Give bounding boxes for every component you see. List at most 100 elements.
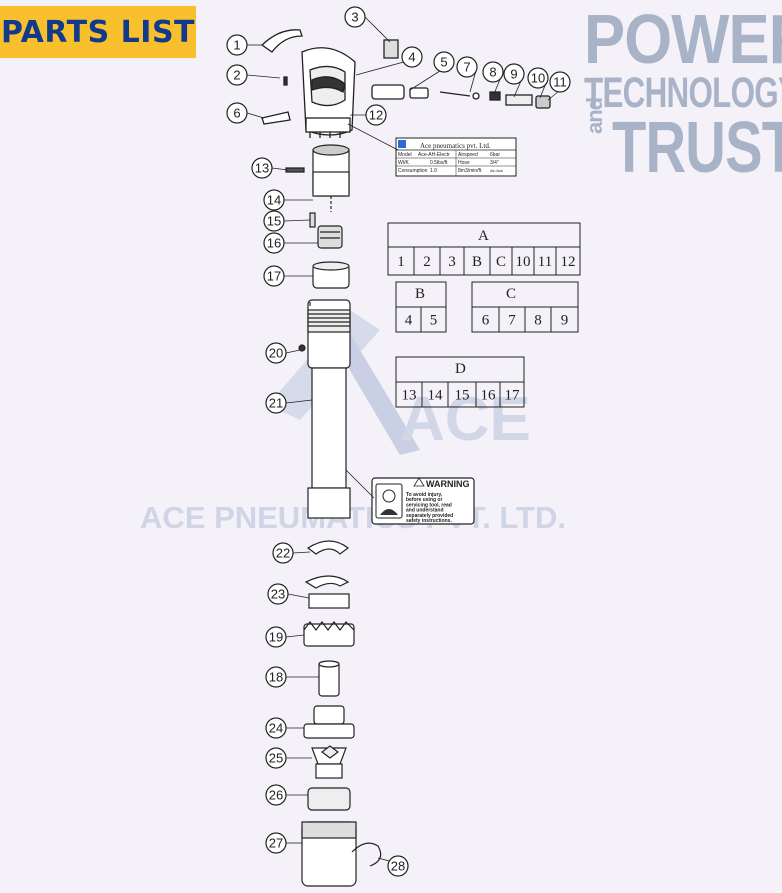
callout-2: 2 [226,64,281,86]
callout-label: 8 [489,65,496,80]
table-cell: 9 [561,313,569,329]
warning-text-line: servicing tool, read [406,502,452,508]
table-cell: 17 [505,388,521,404]
nameplate-pressure-value: 6bar [490,152,500,158]
nameplate-weight-label: Wt/K [398,160,409,166]
nameplate-pressure-label: Airspeed [458,152,478,158]
callout-7: 7 [456,56,478,93]
table-cell: 7 [508,313,516,329]
callout-5: 5 [409,51,455,91]
callout-label: 28 [391,859,405,874]
nameplate-model-label: Model [398,152,412,158]
callout-label: 16 [267,236,281,251]
table-cell: C [496,254,506,270]
table-cell: 13 [402,388,417,404]
warning-text-line: before using or [406,497,442,503]
callout-20: 20 [265,342,301,364]
warning-label: WARNING To avoid injury,before using ors… [345,469,475,525]
callout-22: 22 [272,542,311,564]
table-c-cells: 6 7 8 9 [482,307,569,332]
callout-label: 24 [269,721,283,736]
table-cell: 15 [455,388,470,404]
nameplate-label: Ace pneumatics pvt. Ltd. Model Ace-AH-El… [347,123,517,177]
table-a-title: A [478,228,489,244]
callout-15: 15 [263,210,311,232]
table-cell: B [472,254,482,270]
callout-3: 3 [344,6,391,43]
callout-8: 8 [482,61,504,95]
table-d-cells: 13 14 15 16 17 [402,382,521,407]
callout-label: 22 [276,546,290,561]
callout-26: 26 [265,784,308,806]
table-c-title: C [506,286,516,302]
table-cell: 2 [423,254,431,270]
callout-6: 6 [226,102,265,124]
callout-12: 12 [350,104,387,126]
warning-text-line: To avoid injury, [406,492,443,498]
table-cell: 12 [561,254,576,270]
brand-word-trust: TRUST [612,108,782,188]
callout-label: 1 [233,38,240,53]
brand-logo: POWER TECHNOLOGY and TRUST [582,4,782,184]
callout-label: 3 [351,10,358,25]
callout-label: 17 [267,269,281,284]
callout-4: 4 [355,46,423,76]
lower-parts [301,540,382,887]
table-cell: 10 [516,254,531,270]
callout-label: 20 [269,346,283,361]
callout-label: 23 [271,587,285,602]
callout-28: 28 [377,855,409,877]
callout-11: 11 [547,71,571,101]
table-cell: 4 [405,313,413,329]
callout-23: 23 [267,583,310,605]
parts-list-title: PARTS LIST [0,6,196,58]
table-d [395,356,525,408]
callout-9: 9 [503,63,525,98]
table-d-title: D [455,361,466,377]
table-cell: 11 [538,254,552,270]
table-cell: 16 [481,388,497,404]
nameplate-left-code: Air-Ace [490,168,504,173]
callout-label: 18 [269,670,283,685]
callout-16: 16 [263,232,318,254]
warning-text-line: separately provided [406,513,453,519]
table-b-title: B [415,286,425,302]
table-cell: 6 [482,313,490,329]
callout-label: 2 [233,68,240,83]
nameplate-hose-value: 3/4" [490,160,499,166]
table-cell: 5 [430,313,438,329]
warning-text-line: safety instructions. [406,518,452,524]
callout-label: 14 [267,193,281,208]
warning-text-line: and understand [406,508,444,514]
table-cell: 8 [534,313,542,329]
callout-19: 19 [265,626,305,648]
callout-label: 5 [440,55,447,70]
table-cell: 14 [428,388,444,404]
callout-label: 27 [269,836,283,851]
callout-label: 9 [510,67,517,82]
callout-label: 7 [463,60,470,75]
callout-24: 24 [265,717,304,739]
callout-label: 12 [369,108,383,123]
nameplate-consumption-value: 1.0 [430,168,437,174]
callout-13: 13 [251,157,289,179]
nameplate-hose-label: Hose [458,160,470,166]
callout-27: 27 [265,832,302,854]
callout-label: 25 [269,751,283,766]
callout-label: 19 [269,630,283,645]
brand-word-technology: TECHNOLOGY [584,69,782,117]
callout-14: 14 [263,189,313,211]
callout-17: 17 [263,265,313,287]
table-a [387,222,581,276]
watermark-company-text: ACE PNEUMATICS PVT. LTD. [140,500,566,535]
callout-label: 4 [408,50,415,65]
callout-label: 6 [233,106,240,121]
tool-body-parts [285,144,351,519]
callout-10: 10 [527,67,549,99]
callout-label: 13 [255,161,269,176]
table-cell: 1 [397,254,405,270]
callout-label: 10 [531,71,545,86]
